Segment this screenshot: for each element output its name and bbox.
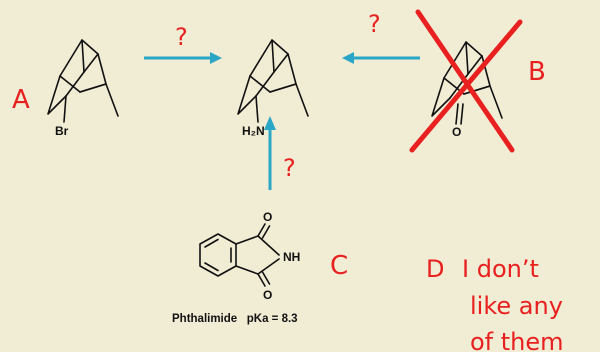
molecule-b: O	[431, 41, 503, 139]
question-mark-right: ?	[368, 10, 381, 38]
label-a: A	[12, 85, 30, 115]
option-d-note: D I don’t like any of them	[426, 255, 564, 352]
question-mark-bottom: ?	[283, 154, 296, 182]
amine-label: H₂N	[242, 124, 265, 138]
carbonyl-oxygen-top: O	[263, 210, 272, 224]
bromine-label: Br	[55, 124, 69, 138]
cross-out-mark	[409, 9, 523, 153]
arrow-a-to-center: ?	[144, 23, 222, 64]
question-mark-left: ?	[175, 23, 188, 51]
note-line-1: I don’t	[462, 255, 539, 283]
ketone-oxygen-label: O	[452, 125, 461, 139]
phthalimide-caption: Phthalimide pKa = 8.3	[172, 313, 298, 325]
imide-nh-label: NH	[283, 250, 300, 264]
label-c: C	[330, 251, 348, 281]
molecule-c: O NH O	[199, 210, 300, 302]
note-line-3: of them	[470, 328, 564, 352]
arrow-b-to-center: ?	[342, 10, 420, 64]
carbonyl-oxygen-bottom: O	[263, 288, 272, 302]
molecule-a: Br	[47, 39, 119, 138]
arrow-c-to-center: ?	[264, 116, 296, 190]
molecule-amine: H₂N	[237, 39, 309, 138]
note-line-2: like any	[470, 292, 563, 320]
label-d: D	[426, 255, 444, 283]
label-b: B	[528, 57, 546, 87]
